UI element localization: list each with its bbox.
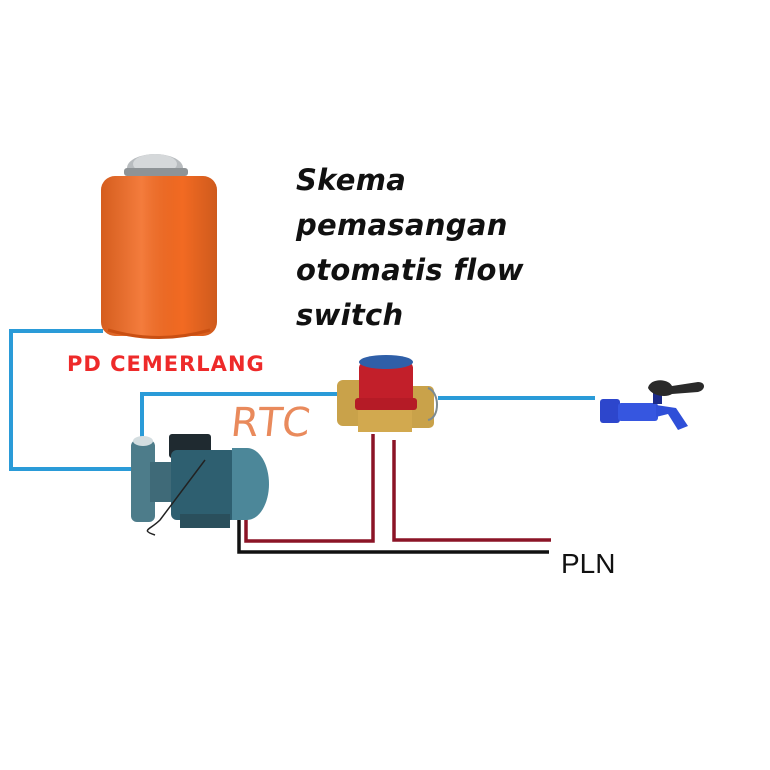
water-pump-icon: [131, 434, 269, 536]
water-pipes: [9, 329, 595, 471]
title-line: switch: [296, 298, 404, 332]
wire-live-pln: [392, 440, 551, 542]
flow-switch-icon: [337, 355, 438, 432]
wire-neutral-pln: [237, 514, 549, 554]
power-source-label: PLN: [561, 548, 616, 579]
wire-live-pump: [244, 434, 375, 543]
title-line: pemasangan: [296, 208, 508, 242]
brand-label: PD CEMERLANG: [67, 352, 265, 376]
pipe-pump-to-switch: [140, 392, 340, 442]
faucet-icon: [600, 380, 704, 430]
pipe-tank-to-pump: [9, 329, 132, 471]
title-line: Skema: [296, 163, 407, 197]
diagram-title: Skema pemasangan otomatis flow switch: [296, 158, 556, 338]
water-tank-icon: [101, 154, 217, 339]
title-line: otomatis flow: [296, 253, 524, 287]
switch-brand-label: RTC: [228, 400, 315, 446]
electric-wires: [237, 434, 551, 554]
